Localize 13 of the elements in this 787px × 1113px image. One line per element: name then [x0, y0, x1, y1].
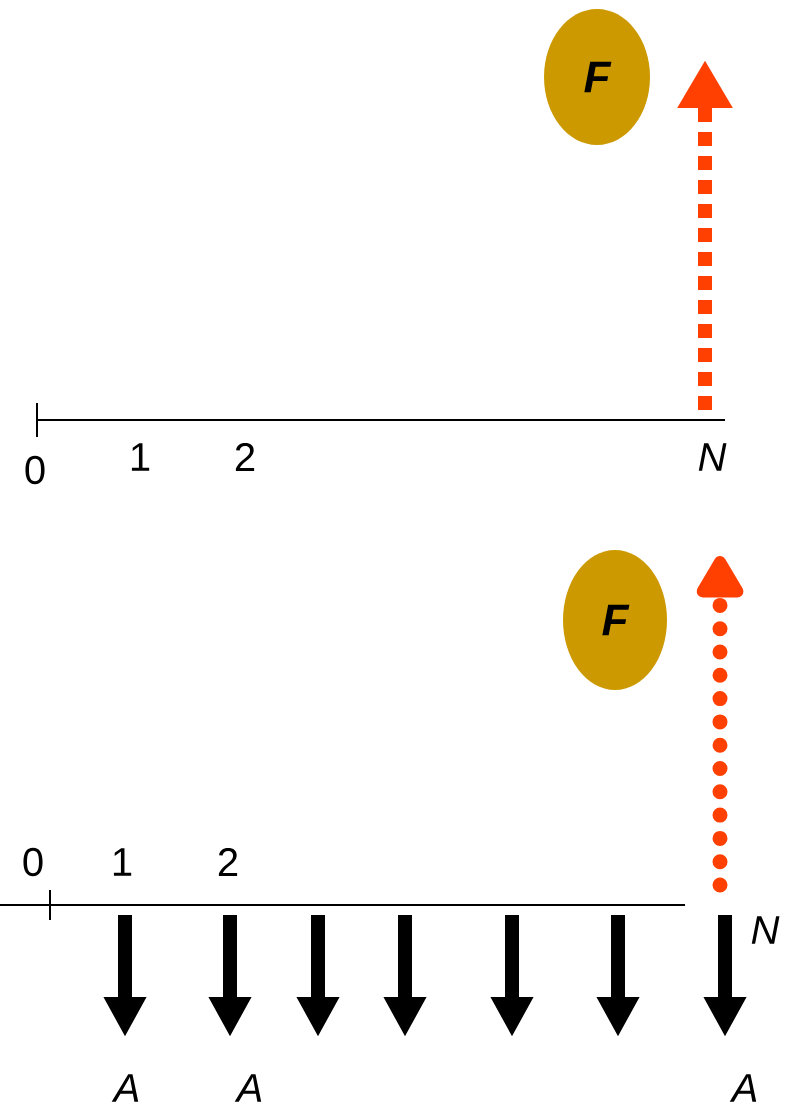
ellipse-badge: F [544, 9, 650, 145]
axis-label: 0 [23, 847, 43, 877]
axis-label: A [234, 1074, 262, 1102]
axis-label: 2 [235, 443, 255, 471]
ellipse-badge: F [563, 550, 667, 690]
axis-label: A [111, 1074, 139, 1102]
axis-label: N [698, 443, 727, 471]
axis-label: 2 [218, 848, 238, 876]
axis-label: 1 [131, 443, 150, 471]
axis-label: 1 [113, 848, 132, 876]
axis-label: 0 [25, 455, 45, 485]
axis-label: A [729, 1074, 757, 1102]
axis-label: N [751, 916, 780, 944]
